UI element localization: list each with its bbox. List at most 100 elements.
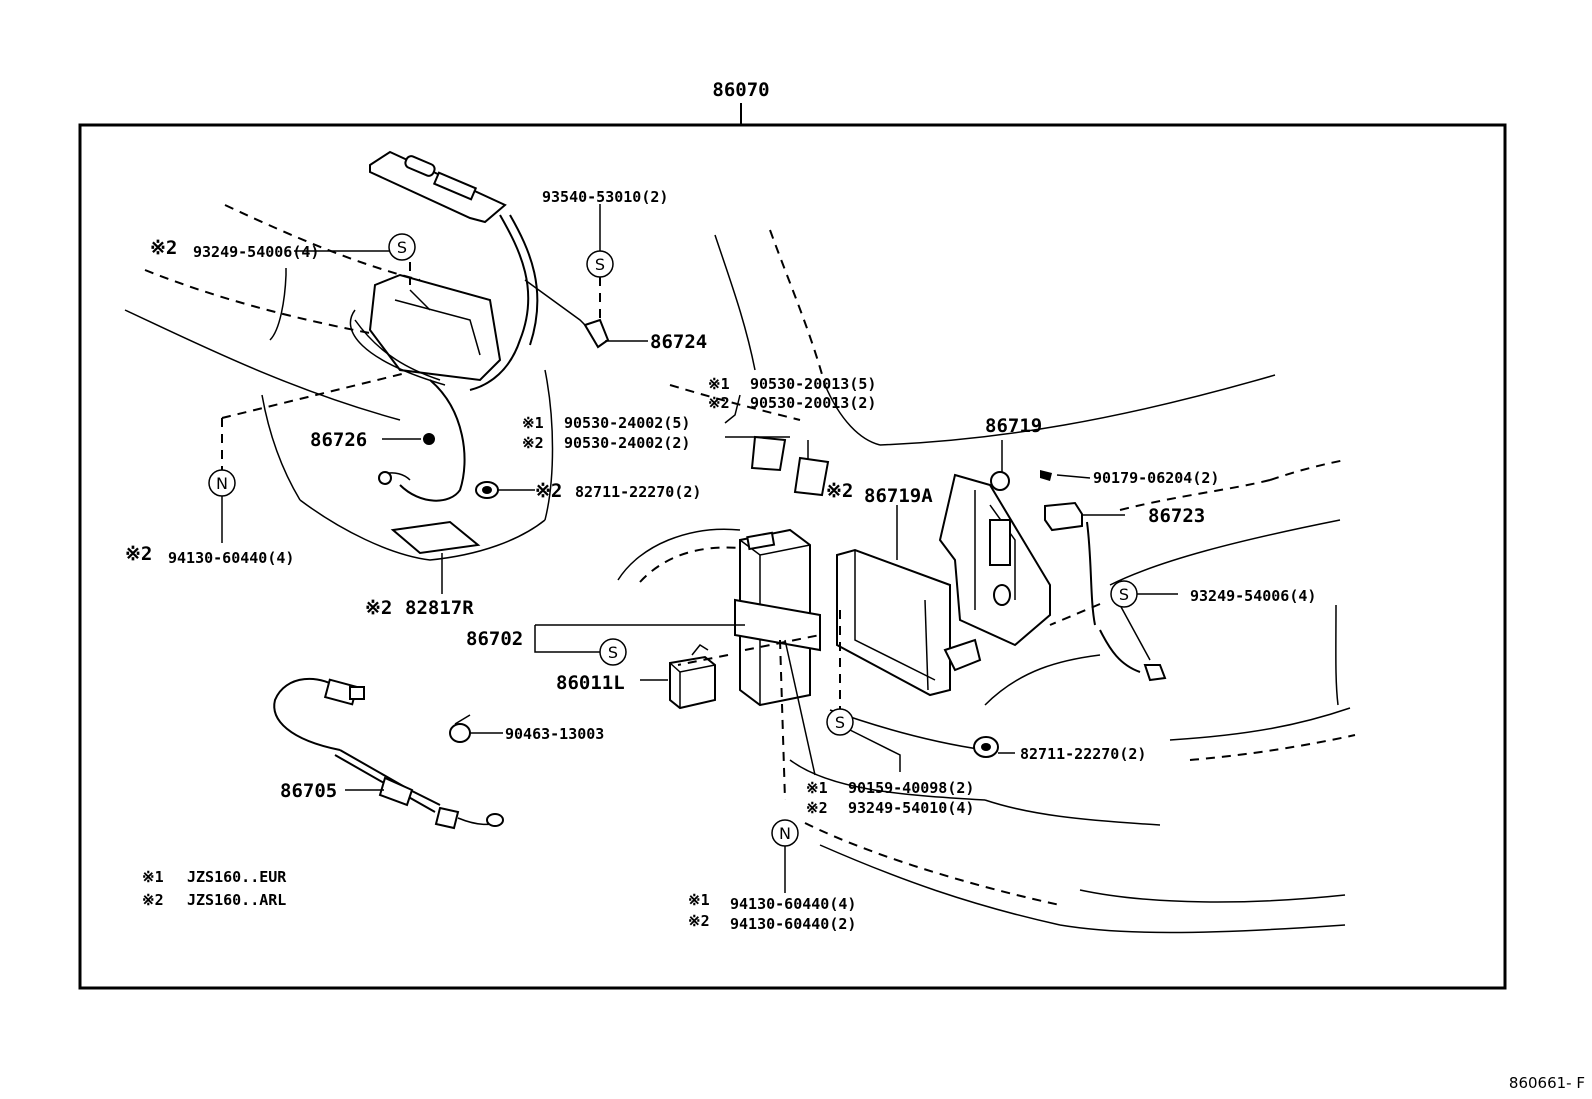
sensor-cover-part[interactable] [369,150,507,224]
grommet-upper-part[interactable] [475,481,499,499]
computer-module-86702[interactable] [734,528,821,707]
svg-text:S: S [608,643,618,662]
callout-90530-24002-arl[interactable]: ※2 90530-24002(2) [522,434,690,452]
svg-text:※1: ※1 [708,375,730,393]
svg-text:93249-54010(4): 93249-54010(4) [848,799,974,817]
svg-text:S: S [397,238,407,257]
bracket-86719-part[interactable] [938,471,1051,672]
callout-94130-60440-left[interactable]: ※2 94130-60440(4) [125,543,294,567]
callout-90530-20013-arl[interactable]: ※2 90530-20013(2) [708,394,876,412]
callout-90463-13003[interactable]: 90463-13003 [505,725,604,743]
diagram-frame [78,123,1507,990]
svg-text:86705: 86705 [280,780,337,802]
callout-90179-06204[interactable]: 90179-06204(2) [1093,469,1219,487]
callout-86726[interactable]: 86726 [310,429,367,451]
callout-82711-22270-upper[interactable]: ※2 82711-22270(2) [535,480,701,502]
svg-text:※2: ※2 [708,394,730,412]
symbol-s-right[interactable]: S [1110,580,1138,608]
svg-text:90530-20013(2): 90530-20013(2) [750,394,876,412]
svg-text:JZS160..ARL: JZS160..ARL [187,891,286,909]
svg-text:※1: ※1 [522,414,544,432]
svg-text:93249-54006(4): 93249-54006(4) [193,243,319,261]
callout-93249-54006-right[interactable]: 93249-54006(4) [1190,587,1316,605]
legend: ※1 JZS160..EUR ※2 JZS160..ARL [142,868,287,909]
svg-text:※1: ※1 [806,779,828,797]
symbol-n-center[interactable]: N [771,819,799,847]
symbol-s-86702[interactable]: S [599,638,627,666]
svg-text:※1: ※1 [142,868,164,886]
bracket-86719a-part[interactable] [836,548,951,697]
svg-text:※2: ※2 [522,434,544,452]
svg-text:90179-06204(2): 90179-06204(2) [1093,469,1219,487]
svg-text:※2: ※2 [125,543,152,565]
svg-text:N: N [216,474,228,493]
callout-86705[interactable]: 86705 [280,780,337,802]
svg-text:JZS160..EUR: JZS160..EUR [187,868,287,886]
callout-90159-40098[interactable]: ※1 90159-40098(2) [806,779,974,797]
svg-text:86702: 86702 [466,628,523,650]
callout-86011l[interactable]: 86011L [556,672,625,694]
svg-text:※2: ※2 [365,597,392,619]
svg-text:※2: ※2 [142,891,164,909]
svg-text:90530-20013(5): 90530-20013(5) [750,375,876,393]
svg-text:※2: ※2 [150,237,177,259]
screw-90179-part[interactable] [1040,470,1052,481]
callout-86702[interactable]: 86702 [466,628,523,650]
callout-90530-24002-eur[interactable]: ※1 90530-24002(5) [522,414,690,432]
symbol-s-center[interactable]: S [826,708,854,736]
bracket-part[interactable] [349,273,502,386]
callout-93249-54010[interactable]: ※2 93249-54010(4) [806,799,974,817]
callout-90530-20013-eur[interactable]: ※1 90530-20013(5) [708,375,876,393]
symbol-s-upper-left[interactable]: S [388,233,416,261]
legend-item-eur: ※1 JZS160..EUR [142,868,287,886]
figure-id: 860661- F [1509,1074,1585,1092]
callout-86719a[interactable]: ※2 86719A [826,480,933,507]
svg-text:S: S [835,713,845,732]
svg-text:90530-24002(2): 90530-24002(2) [564,434,690,452]
svg-text:※2: ※2 [806,799,828,817]
callout-94130-60440-eur[interactable]: ※1 94130-60440(4) [688,891,856,913]
svg-text:※2: ※2 [535,480,562,502]
assembly-number[interactable]: 86070 [712,79,769,101]
label-82817r-part[interactable] [390,520,481,555]
svg-text:90530-24002(5): 90530-24002(5) [564,414,690,432]
legend-item-arl: ※2 JZS160..ARL [142,891,286,909]
svg-text:※2: ※2 [688,912,710,930]
connector-86726-part[interactable] [378,433,435,485]
svg-text:93540-53010(2): 93540-53010(2) [542,188,668,206]
grommet-lower-part[interactable] [973,736,999,758]
svg-text:94130-60440(2): 94130-60440(2) [730,915,856,933]
clamp-90463-part[interactable] [449,714,471,743]
svg-text:94130-60440(4): 94130-60440(4) [168,549,294,567]
svg-text:※2: ※2 [826,480,853,502]
svg-text:82817R: 82817R [405,597,474,619]
callout-82711-22270-lower[interactable]: 82711-22270(2) [1020,745,1146,763]
svg-text:S: S [1119,585,1129,604]
svg-text:86726: 86726 [310,429,367,451]
svg-text:S: S [595,255,605,274]
svg-text:94130-60440(4): 94130-60440(4) [730,895,856,913]
symbol-s-upper-mid[interactable]: S [586,250,614,278]
callout-94130-60440-arl[interactable]: ※2 94130-60440(2) [688,912,856,933]
callout-93540-53010[interactable]: 93540-53010(2) [542,188,668,206]
callout-93249-54006-left[interactable]: ※2 93249-54006(4) [150,237,319,261]
svg-text:86011L: 86011L [556,672,625,694]
wire-harness-86705[interactable] [273,677,504,830]
callout-86719[interactable]: 86719 [985,415,1042,437]
svg-text:90463-13003: 90463-13003 [505,725,604,743]
svg-text:N: N [779,824,791,843]
callout-86723[interactable]: 86723 [1148,505,1205,527]
clip-86724-part[interactable] [583,318,610,349]
wire-harness-upper [354,214,596,502]
svg-text:86724: 86724 [650,331,707,353]
callout-82817r[interactable]: ※2 82817R [365,597,474,619]
symbol-n-left[interactable]: N [208,469,236,497]
sensor-86723-part[interactable] [1044,501,1167,682]
svg-text:86719A: 86719A [864,485,933,507]
leader-lines [221,204,1178,893]
relay-86011l-part[interactable] [669,644,716,710]
callout-86724[interactable]: 86724 [650,331,707,353]
svg-text:90159-40098(2): 90159-40098(2) [848,779,974,797]
svg-text:82711-22270(2): 82711-22270(2) [1020,745,1146,763]
